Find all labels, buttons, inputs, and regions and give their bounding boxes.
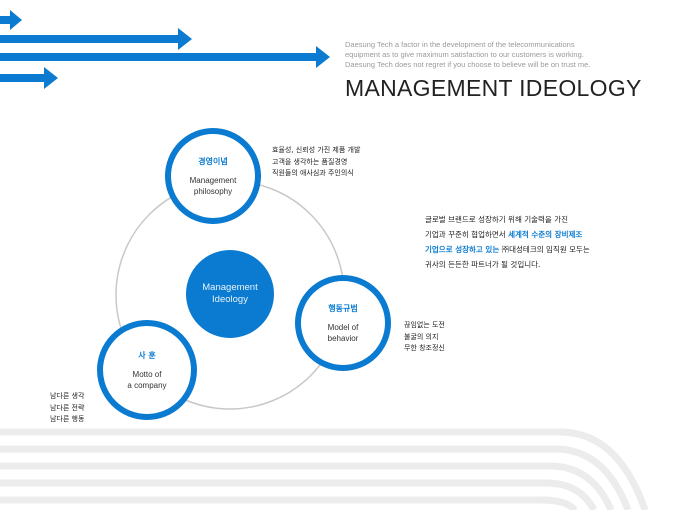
desc-highlight: 세계적 수준의 장비제조 bbox=[508, 230, 583, 239]
note-line: 불굴의 의지 bbox=[404, 332, 439, 341]
intro-text: Daesung Tech a factor in the development… bbox=[345, 40, 645, 70]
node-subtitle-line2: philosophy bbox=[193, 186, 233, 196]
desc-text: 기업과 꾸준히 협업하면서 bbox=[425, 230, 509, 239]
note-line: 남다른 전략 bbox=[50, 403, 85, 412]
note-line: 직원들의 애사심과 주인의식 bbox=[272, 169, 354, 177]
arrow-right-icon bbox=[0, 67, 58, 89]
node-subtitle-line2: a company bbox=[127, 380, 167, 390]
node-title: 경영이념 bbox=[198, 156, 228, 166]
node-subtitle-line1: Motto of bbox=[132, 369, 162, 379]
node-subtitle-line2: behavior bbox=[327, 333, 359, 343]
desc-highlight: 기업으로 성장하고 있는 bbox=[425, 245, 500, 254]
node-subtitle-line1: Model of bbox=[327, 322, 359, 332]
note-line: 끊임없는 도전 bbox=[404, 321, 445, 329]
center-circle: Management Ideology bbox=[186, 250, 274, 338]
node-subtitle-line1: Management bbox=[189, 175, 237, 185]
note-line: 남다른 행동 bbox=[50, 415, 85, 423]
note-line: 고객을 생각하는 품질경영 bbox=[272, 157, 348, 166]
center-label-line2: Ideology bbox=[212, 294, 248, 305]
arrow-right-icon bbox=[0, 10, 22, 30]
page-title: MANAGEMENT IDEOLOGY bbox=[345, 75, 642, 101]
intro-line: Daesung Tech does not regret if you choo… bbox=[345, 60, 591, 69]
intro-line: equipment as to give maximum satisfactio… bbox=[345, 50, 584, 59]
node-title: 사 훈 bbox=[138, 350, 156, 360]
behavior-notes: 끊임없는 도전 불굴의 의지 무한 창조정신 bbox=[404, 320, 445, 355]
desc-line: 기업으로 성장하고 있는 ㈜대성테크의 임직원 모두는 bbox=[425, 242, 590, 257]
arrow-right-icon bbox=[0, 28, 192, 50]
desc-line: 귀사의 든든한 파트너가 될 것입니다. bbox=[425, 260, 541, 269]
node-title: 행동규범 bbox=[328, 303, 358, 313]
desc-line: 기업과 꾸준히 협업하면서 세계적 수준의 장비제조 bbox=[425, 227, 590, 242]
center-label-line1: Management bbox=[202, 282, 258, 293]
intro-line: Daesung Tech a factor in the development… bbox=[345, 40, 575, 49]
desc-line: 글로벌 브랜드로 성장하기 위해 기술력을 가진 bbox=[425, 215, 569, 224]
philosophy-notes: 효율성, 신뢰성 가진 제품 개발 고객을 생각하는 품질경영 직원들의 애사심… bbox=[272, 145, 360, 180]
note-line: 무한 창조정신 bbox=[404, 344, 445, 352]
node-model-of-behavior: 행동규범 Model of behavior bbox=[295, 275, 391, 371]
note-line: 효율성, 신뢰성 가진 제품 개발 bbox=[272, 146, 361, 154]
node-motto: 사 훈 Motto of a company bbox=[97, 320, 197, 420]
company-description: 글로벌 브랜드로 성장하기 위해 기술력을 가진 기업과 꾸준히 협업하면서 세… bbox=[425, 212, 590, 272]
note-line: 남다른 생각 bbox=[50, 392, 85, 400]
desc-text: ㈜대성테크의 임직원 모두는 bbox=[499, 245, 590, 254]
arrow-right-icon bbox=[0, 46, 330, 68]
motto-notes: 남다른 생각 남다른 전략 남다른 행동 bbox=[50, 391, 84, 426]
node-management-philosophy: 경영이념 Management philosophy bbox=[165, 128, 261, 224]
